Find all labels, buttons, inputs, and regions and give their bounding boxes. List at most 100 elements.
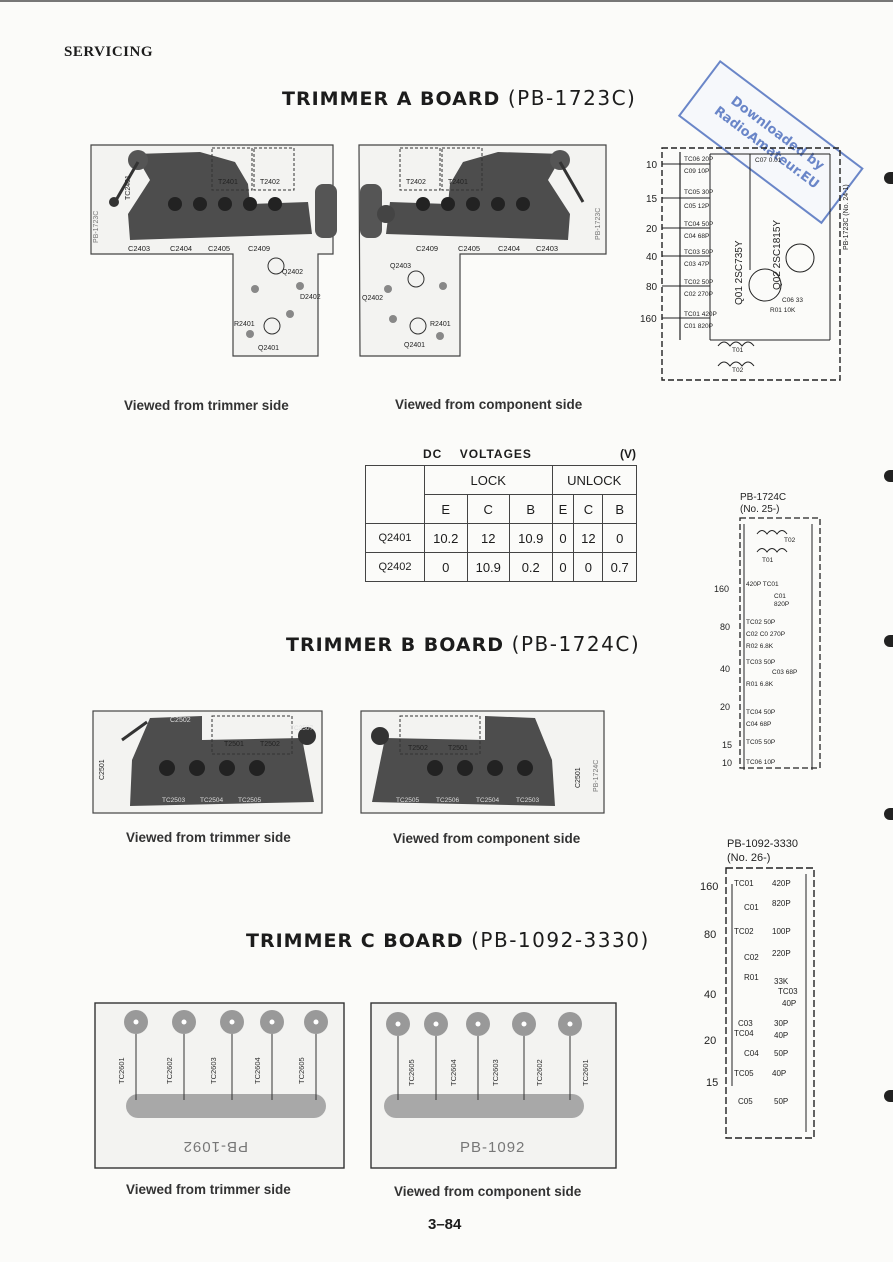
- svg-text:TC04 50P: TC04 50P: [746, 709, 775, 716]
- board-c-caption-left: Viewed from trimmer side: [126, 1182, 291, 1197]
- board-b-label: TC2507: [290, 725, 314, 732]
- page-number: 3–84: [428, 1216, 462, 1233]
- board-a-label: C2405: [208, 244, 230, 253]
- schem-a-q02: Q02 2SC1815Y: [772, 220, 783, 290]
- board-a-label: C2403: [128, 244, 150, 253]
- board-c-trimmer-label: TC2603: [209, 1057, 218, 1084]
- svg-text:C05 12P: C05 12P: [684, 203, 709, 210]
- board-b-label: TC2505: [238, 797, 262, 804]
- schem-c-input: 15: [706, 1077, 718, 1089]
- svg-text:TC03: TC03: [778, 987, 798, 996]
- dc-group-lock: LOCK: [424, 465, 553, 495]
- dc-cell: 10.2: [424, 523, 468, 553]
- table-row: Q2401 10.2 12 10.9 0 12 0: [365, 523, 637, 553]
- board-a-label: Q2402: [362, 295, 383, 302]
- schem-a-part: C06 33: [782, 297, 803, 304]
- svg-text:C02 270P: C02 270P: [684, 291, 713, 298]
- svg-text:TC01: TC01: [734, 879, 754, 888]
- schem-c-ref2: (No. 26-): [727, 852, 771, 864]
- board-a-silk-left: PB-1723C: [93, 211, 100, 243]
- dc-cell: 10.9: [466, 552, 510, 582]
- svg-text:C01: C01: [744, 903, 759, 912]
- board-a-label: C2409: [416, 244, 438, 253]
- schem-b-part: T02: [784, 537, 796, 544]
- binding-mark: [884, 808, 893, 820]
- svg-text:40P: 40P: [782, 999, 796, 1008]
- svg-text:40P: 40P: [772, 1069, 786, 1078]
- top-rule: [0, 0, 893, 2]
- dc-col: E: [424, 494, 468, 524]
- board-a-label: C2405: [458, 244, 480, 253]
- board-b-title: TRIMMER B BOARD (PB-1724C): [286, 632, 640, 656]
- dc-col: B: [509, 494, 553, 524]
- svg-text:C01: C01: [774, 593, 786, 600]
- board-c-trimmer-label: TC2602: [165, 1057, 174, 1084]
- svg-text:TC06 10P: TC06 10P: [746, 759, 775, 766]
- binding-mark: [884, 172, 893, 184]
- svg-text:220P: 220P: [772, 949, 791, 958]
- schem-a-input: 10: [646, 160, 658, 171]
- svg-text:100P: 100P: [772, 927, 791, 936]
- schematic-b: 160 80 40 20 15 10 T02 T01 420P TC01C018…: [714, 517, 821, 770]
- schem-b-input: 40: [720, 664, 730, 674]
- board-c-trimmer-label: TC2601: [581, 1059, 590, 1086]
- svg-text:C03 68P: C03 68P: [772, 669, 797, 676]
- board-c-title-text: TRIMMER C BOARD: [246, 930, 464, 952]
- board-c-trimmer-side: TC2601 TC2602 TC2603 TC2604 TC2605 PB-10…: [94, 1002, 345, 1169]
- svg-text:40P: 40P: [774, 1031, 788, 1040]
- svg-text:C04 68P: C04 68P: [746, 721, 771, 728]
- board-b-component-side: T2502 T2501 C2501 TC2505 TC2506 TC2504 T…: [360, 710, 605, 814]
- dc-cell: 0: [602, 523, 637, 553]
- board-c-trimmer-label: TC2604: [253, 1057, 262, 1084]
- board-c-component-side: TC2605 TC2604 TC2603 TC2602 TC2601 PB-10…: [370, 1002, 617, 1169]
- svg-text:C09 10P: C09 10P: [684, 168, 709, 175]
- board-a-label: TC2401: [125, 175, 132, 200]
- board-c-title: TRIMMER C BOARD (PB-1092-3330): [246, 928, 650, 952]
- board-a-label: Q2401: [258, 345, 279, 352]
- board-b-caption-left: Viewed from trimmer side: [126, 830, 291, 845]
- svg-text:R01: R01: [744, 973, 759, 982]
- schem-a-part: T02: [732, 367, 744, 374]
- board-a-label: C2404: [170, 244, 192, 253]
- board-b-trimmer-side: C2501 C2502 T2501 T2502 TC2507 TC2503 TC…: [92, 710, 323, 814]
- dc-cell: 0.7: [602, 552, 637, 582]
- page-header: SERVICING: [64, 44, 153, 60]
- schem-b-input: 15: [722, 740, 732, 750]
- board-b-label: T2502: [260, 741, 280, 748]
- board-a-label: C2409: [248, 244, 270, 253]
- board-a-silk-right: PB-1723C: [595, 208, 602, 240]
- schem-b-input: 10: [722, 758, 732, 768]
- board-b-label: T2501: [448, 745, 468, 752]
- board-a-code: (PB-1723C): [507, 86, 637, 110]
- svg-text:50P: 50P: [774, 1049, 788, 1058]
- svg-text:C05: C05: [738, 1097, 753, 1106]
- board-b-label: TC2505: [396, 797, 420, 804]
- dc-cell: 10.9: [509, 523, 553, 553]
- svg-text:420P: 420P: [772, 879, 791, 888]
- schem-c-input: 40: [704, 989, 716, 1001]
- svg-text:R01 6.8K: R01 6.8K: [746, 681, 774, 688]
- dc-cell: 12: [466, 523, 510, 553]
- board-c-mark-right: PB-1092: [460, 1139, 525, 1156]
- svg-text:TC05: TC05: [734, 1069, 754, 1078]
- dc-group-unlock: UNLOCK: [551, 465, 637, 495]
- board-a-label: Q2403: [390, 263, 411, 270]
- schem-b-input: 20: [720, 702, 730, 712]
- svg-text:820P: 820P: [774, 601, 789, 608]
- schem-b-ref: PB-1724C: [740, 492, 787, 503]
- dc-cell: 0: [551, 523, 575, 553]
- dc-col: C: [466, 494, 510, 524]
- board-b-title-text: TRIMMER B BOARD: [286, 634, 505, 656]
- board-a-label: C2404: [498, 244, 520, 253]
- dc-unit: (V): [620, 447, 636, 461]
- schem-a-input: 160: [640, 314, 657, 325]
- board-b-label: C2501: [575, 767, 582, 788]
- svg-text:TC03 50P: TC03 50P: [684, 249, 713, 256]
- schem-a-part: C07 0.01: [755, 157, 782, 164]
- svg-text:TC03 50P: TC03 50P: [746, 659, 775, 666]
- board-a-label: T2402: [260, 179, 280, 186]
- board-c-trimmer-label: TC2603: [491, 1059, 500, 1086]
- svg-text:TC04: TC04: [734, 1029, 754, 1038]
- svg-text:C02 C0 270P: C02 C0 270P: [746, 631, 785, 638]
